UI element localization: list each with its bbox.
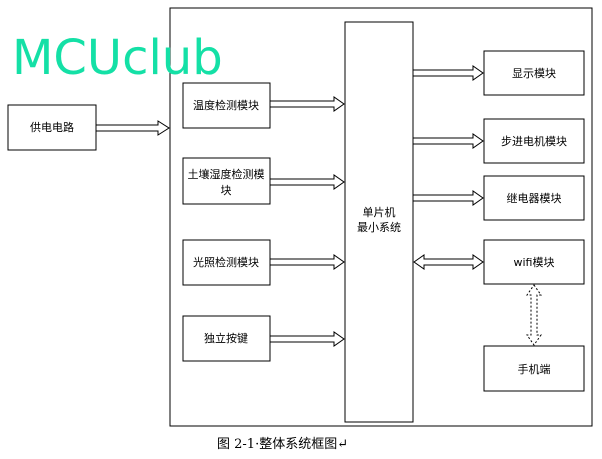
relay-block: 继电器模块 [483,175,585,221]
mcu-block: 单片机 最小系统 [344,21,414,423]
arrow-power-to-system [95,120,170,136]
power-supply-block: 供电电路 [7,104,97,151]
wifi-block: wifi模块 [483,239,585,285]
arrow-soil-to-mcu [269,174,345,190]
display-block: 显示模块 [483,50,585,96]
system-frame [169,7,593,427]
mcu-label-line1: 单片机 [363,205,396,219]
key-label: 独立按键 [204,331,248,345]
figure-caption: 图 2-1·整体系统框图↵ [217,437,348,452]
arrow-mcu-wifi-bidirectional [413,254,484,270]
phone-block: 手机端 [483,345,585,392]
arrow-wifi-phone-dashed [526,284,542,346]
temperature-block: 温度检测模块 [182,82,271,129]
relay-label: 继电器模块 [507,192,562,205]
light-label: 光照检测模块 [193,255,259,269]
light-block: 光照检测模块 [182,239,271,286]
arrow-mcu-to-display [412,65,484,81]
wifi-label: wifi模块 [514,256,555,269]
phone-label: 手机端 [518,362,551,376]
soil-humidity-block: 土壤湿度检测模 块 [182,157,271,205]
key-block: 独立按键 [182,315,271,362]
power-supply-label: 供电电路 [30,120,74,134]
arrow-temperature-to-mcu [269,96,345,112]
stepper-block: 步进电机模块 [483,118,585,164]
soil-humidity-label-line2: 块 [221,184,232,197]
arrow-key-to-mcu [269,331,345,347]
display-label: 显示模块 [512,67,556,80]
arrow-light-to-mcu [269,254,345,270]
arrow-mcu-to-relay [412,190,484,206]
watermark-logo: MCUclub [12,30,223,86]
temperature-label: 温度检测模块 [193,98,259,112]
arrow-mcu-to-stepper [412,133,484,149]
soil-humidity-label-line1: 土壤湿度检测模 [188,167,265,181]
stepper-label: 步进电机模块 [501,134,567,148]
mcu-label-line2: 最小系统 [357,221,401,234]
